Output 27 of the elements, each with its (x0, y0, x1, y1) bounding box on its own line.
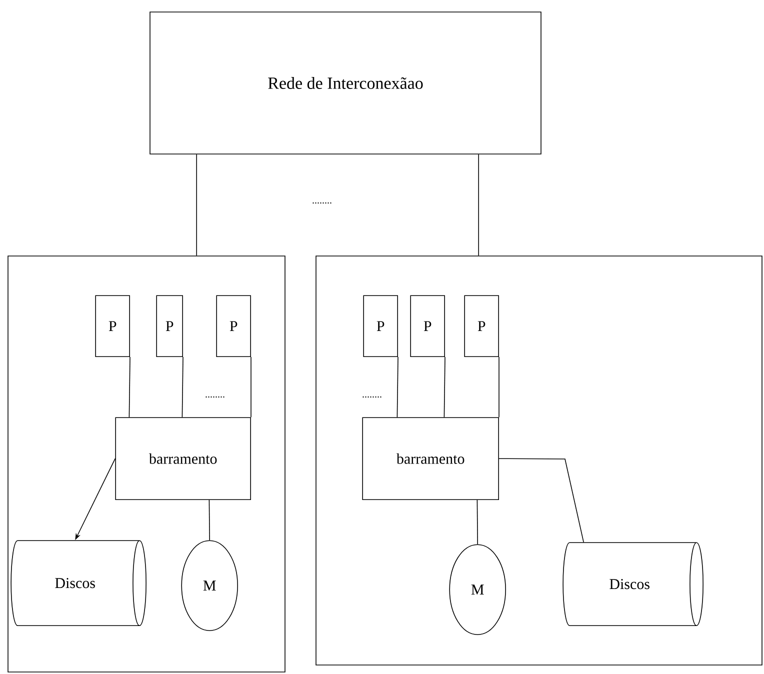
connector-line (444, 356, 446, 418)
bus-box: barramento (115, 417, 251, 500)
disk-cylinder: Discos (10, 540, 146, 626)
cluster-box (316, 256, 762, 666)
processor-box: P (363, 295, 398, 357)
bus-box: barramento (362, 417, 499, 500)
connector-line (396, 356, 398, 418)
connector-line (478, 154, 479, 256)
ellipsis-dots: ........ (312, 202, 332, 204)
connector-line (182, 356, 184, 418)
ellipsis-dots: ........ (362, 396, 382, 398)
cluster-box (8, 256, 286, 672)
connector-line (498, 356, 500, 418)
connector-line (128, 356, 130, 418)
connector-line (196, 154, 197, 256)
connector-line (498, 458, 584, 543)
connector-line (476, 500, 478, 545)
ellipsis-dots: ........ (206, 396, 224, 398)
network-box: Rede de Interconexãao (150, 12, 542, 154)
processor-box: P (156, 295, 183, 357)
processor-box: P (410, 295, 445, 357)
processor-box: P (464, 295, 499, 357)
connector-line (250, 356, 252, 418)
processor-box: P (216, 295, 251, 357)
connector-line (208, 500, 210, 541)
disk-cylinder: Discos (562, 542, 704, 626)
processor-box: P (95, 295, 130, 357)
